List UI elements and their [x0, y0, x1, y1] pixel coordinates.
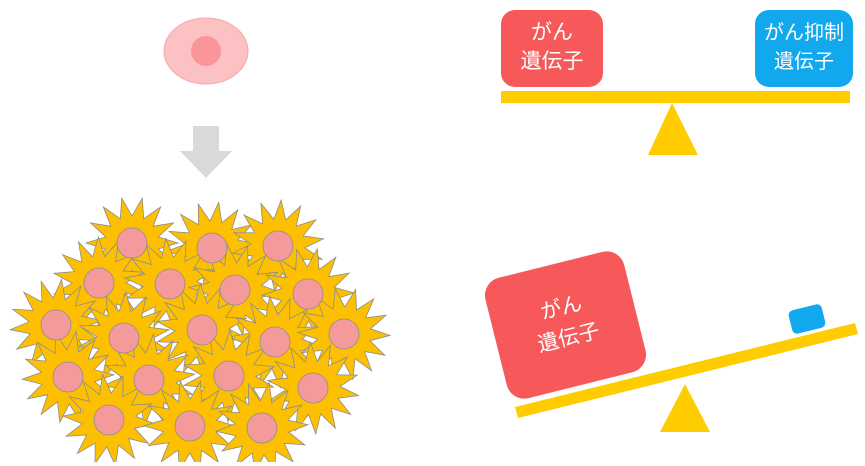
tumor-cell-nucleus: [246, 412, 278, 444]
tumor-cell-nucleus: [297, 372, 329, 404]
tumor-cell-nucleus: [133, 364, 165, 396]
balanced-suppressor-line2: 遺伝子: [774, 49, 834, 73]
balanced-suppressor-box: がん抑制 遺伝子: [755, 10, 853, 87]
normal-cell-nucleus: [191, 36, 221, 66]
balanced-oncogene-box: がん 遺伝子: [501, 10, 603, 87]
tumor-cell-nucleus: [259, 326, 291, 358]
tumor-cell-nucleus: [213, 360, 245, 392]
tumor-cell-nucleus: [154, 268, 186, 300]
tumor-cell-nucleus: [219, 274, 251, 306]
normal-cell: [163, 17, 249, 85]
tumor-cell-nucleus: [196, 232, 228, 264]
tilted-fulcrum: [660, 384, 710, 432]
tumor-cell-nucleus: [174, 410, 206, 442]
tilted-beam: [515, 323, 858, 418]
tumor-cell-nucleus: [83, 267, 115, 299]
balanced-suppressor-line1: がん抑制: [764, 20, 844, 44]
tumor-cluster: [8, 196, 392, 466]
tumor-cell-nucleus: [93, 404, 125, 436]
tumor-cell-nucleus: [328, 318, 360, 350]
tumor-cell-nucleus: [292, 278, 324, 310]
tumor-cell-nucleus: [52, 361, 84, 393]
balanced-fulcrum: [648, 103, 698, 155]
tilted-suppressor-block: [788, 304, 826, 334]
balanced-oncogene-line2: 遺伝子: [520, 49, 584, 73]
tumor-cell-nucleus: [186, 314, 218, 346]
balanced-oncogene-line1: がん: [531, 20, 573, 44]
tumor-cell-nucleus: [108, 322, 140, 354]
balanced-beam: [501, 91, 850, 103]
balanced-seesaw: [501, 91, 850, 155]
tilted-seesaw: [515, 304, 858, 432]
tumor-cell-nucleus: [116, 227, 148, 259]
down-arrow-icon: [180, 126, 232, 178]
tumor-cell-nucleus: [40, 309, 72, 341]
tumor-cell-nucleus: [262, 230, 294, 262]
